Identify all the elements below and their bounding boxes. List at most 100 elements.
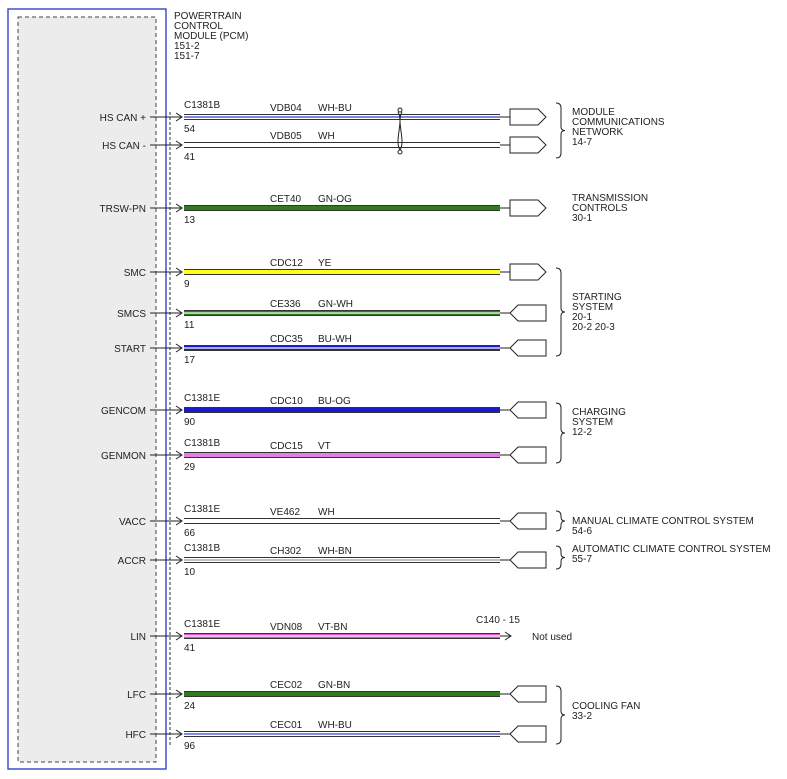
pin-arrow bbox=[175, 631, 183, 641]
system-group-label: CONTROLS bbox=[572, 203, 628, 214]
circuit-number: CDC35 bbox=[270, 334, 303, 345]
pin-arrow bbox=[175, 729, 183, 739]
system-group-label: 20-1 bbox=[572, 312, 592, 323]
circuit-number: CET40 bbox=[270, 194, 302, 205]
system-group-label: 33-2 bbox=[572, 711, 592, 722]
destination-connector-label: C140 - 15 bbox=[476, 615, 520, 626]
system-group-label: 54-6 bbox=[572, 526, 592, 537]
pin-arrow bbox=[175, 308, 183, 318]
circuit-number: CDC15 bbox=[270, 441, 303, 452]
connector-arrow-in bbox=[509, 304, 547, 322]
signal-label: LIN bbox=[130, 632, 146, 643]
connector-label: C1381B bbox=[184, 100, 220, 111]
system-group-label: NETWORK bbox=[572, 127, 623, 138]
group-brace bbox=[555, 510, 566, 532]
group-brace bbox=[555, 102, 566, 159]
wire-color-code: WH bbox=[318, 507, 335, 518]
pin-label: 41 bbox=[184, 152, 196, 163]
signal-label: ACCR bbox=[118, 556, 146, 567]
connector-arrow-in bbox=[509, 551, 547, 569]
signal-label: HFC bbox=[125, 730, 146, 741]
signal-label: START bbox=[114, 344, 146, 355]
system-group-label: MANUAL CLIMATE CONTROL SYSTEM bbox=[572, 516, 754, 527]
system-group-label: 20-2 20-3 bbox=[572, 322, 615, 333]
group-brace bbox=[555, 545, 566, 570]
connector-label: C1381B bbox=[184, 543, 220, 554]
pin-arrow bbox=[175, 140, 183, 150]
circuit-number: CEC02 bbox=[270, 680, 303, 691]
group-brace bbox=[555, 685, 566, 745]
module-label-line: POWERTRAIN bbox=[174, 11, 242, 22]
circuit-number: CEC01 bbox=[270, 720, 303, 731]
connector-arrow-out bbox=[509, 136, 547, 154]
pin-arrow bbox=[175, 405, 183, 415]
group-brace bbox=[555, 402, 566, 464]
pin-label: 10 bbox=[184, 567, 196, 578]
wire-color-code: BU-OG bbox=[318, 396, 351, 407]
wire-color-code: YE bbox=[318, 258, 332, 269]
pin-arrow bbox=[175, 555, 183, 565]
system-group-label: COMMUNICATIONS bbox=[572, 117, 665, 128]
wire-color-code: WH bbox=[318, 131, 335, 142]
circuit-number: CDC12 bbox=[270, 258, 303, 269]
pin-label: 11 bbox=[184, 320, 195, 331]
wire-color-code: VT-BN bbox=[318, 622, 347, 633]
circuit-number: CDC10 bbox=[270, 396, 303, 407]
system-group-label: STARTING bbox=[572, 292, 622, 303]
wire-color-code: WH-BU bbox=[318, 720, 352, 731]
signal-label: GENMON bbox=[101, 451, 146, 462]
pin-arrow bbox=[175, 689, 183, 699]
pin-label: 96 bbox=[184, 741, 196, 752]
connector-arrow-in bbox=[509, 685, 547, 703]
signal-label: SMC bbox=[124, 268, 146, 279]
wire-color-code: GN-WH bbox=[318, 299, 353, 310]
pin-label: 41 bbox=[184, 643, 196, 654]
signal-label: GENCOM bbox=[101, 406, 146, 417]
system-groups: MODULECOMMUNICATIONSNETWORK14-7TRANSMISS… bbox=[555, 102, 771, 745]
pin-arrow bbox=[175, 112, 183, 122]
connector-arrow-out bbox=[509, 263, 547, 281]
system-group-label: 14-7 bbox=[572, 137, 592, 148]
pin-arrow bbox=[175, 516, 183, 526]
pin-arrow bbox=[175, 343, 183, 353]
connector-arrow-in bbox=[509, 725, 547, 743]
system-group-label: 12-2 bbox=[572, 427, 592, 438]
signal-label: HS CAN - bbox=[102, 141, 146, 152]
signal-label: HS CAN + bbox=[100, 113, 147, 124]
connector-label: C1381E bbox=[184, 504, 220, 515]
circuit-number: VE462 bbox=[270, 507, 300, 518]
signal-label: SMCS bbox=[117, 309, 146, 320]
open-end-arrow bbox=[504, 631, 512, 641]
wire-color-code: BU-WH bbox=[318, 334, 352, 345]
twisted-pair-marker bbox=[397, 107, 403, 155]
not-used-label: Not used bbox=[532, 632, 572, 643]
pin-arrow bbox=[175, 267, 183, 277]
signal-label: TRSW-PN bbox=[100, 204, 146, 215]
pin-arrow bbox=[175, 203, 183, 213]
circuit-number: CH302 bbox=[270, 546, 302, 557]
connector-label: C1381E bbox=[184, 619, 220, 630]
connector-arrow-in bbox=[509, 512, 547, 530]
system-group-label: SYSTEM bbox=[572, 302, 613, 313]
connector-arrow-in bbox=[509, 339, 547, 357]
pin-label: 66 bbox=[184, 528, 196, 539]
pin-label: 29 bbox=[184, 462, 196, 473]
